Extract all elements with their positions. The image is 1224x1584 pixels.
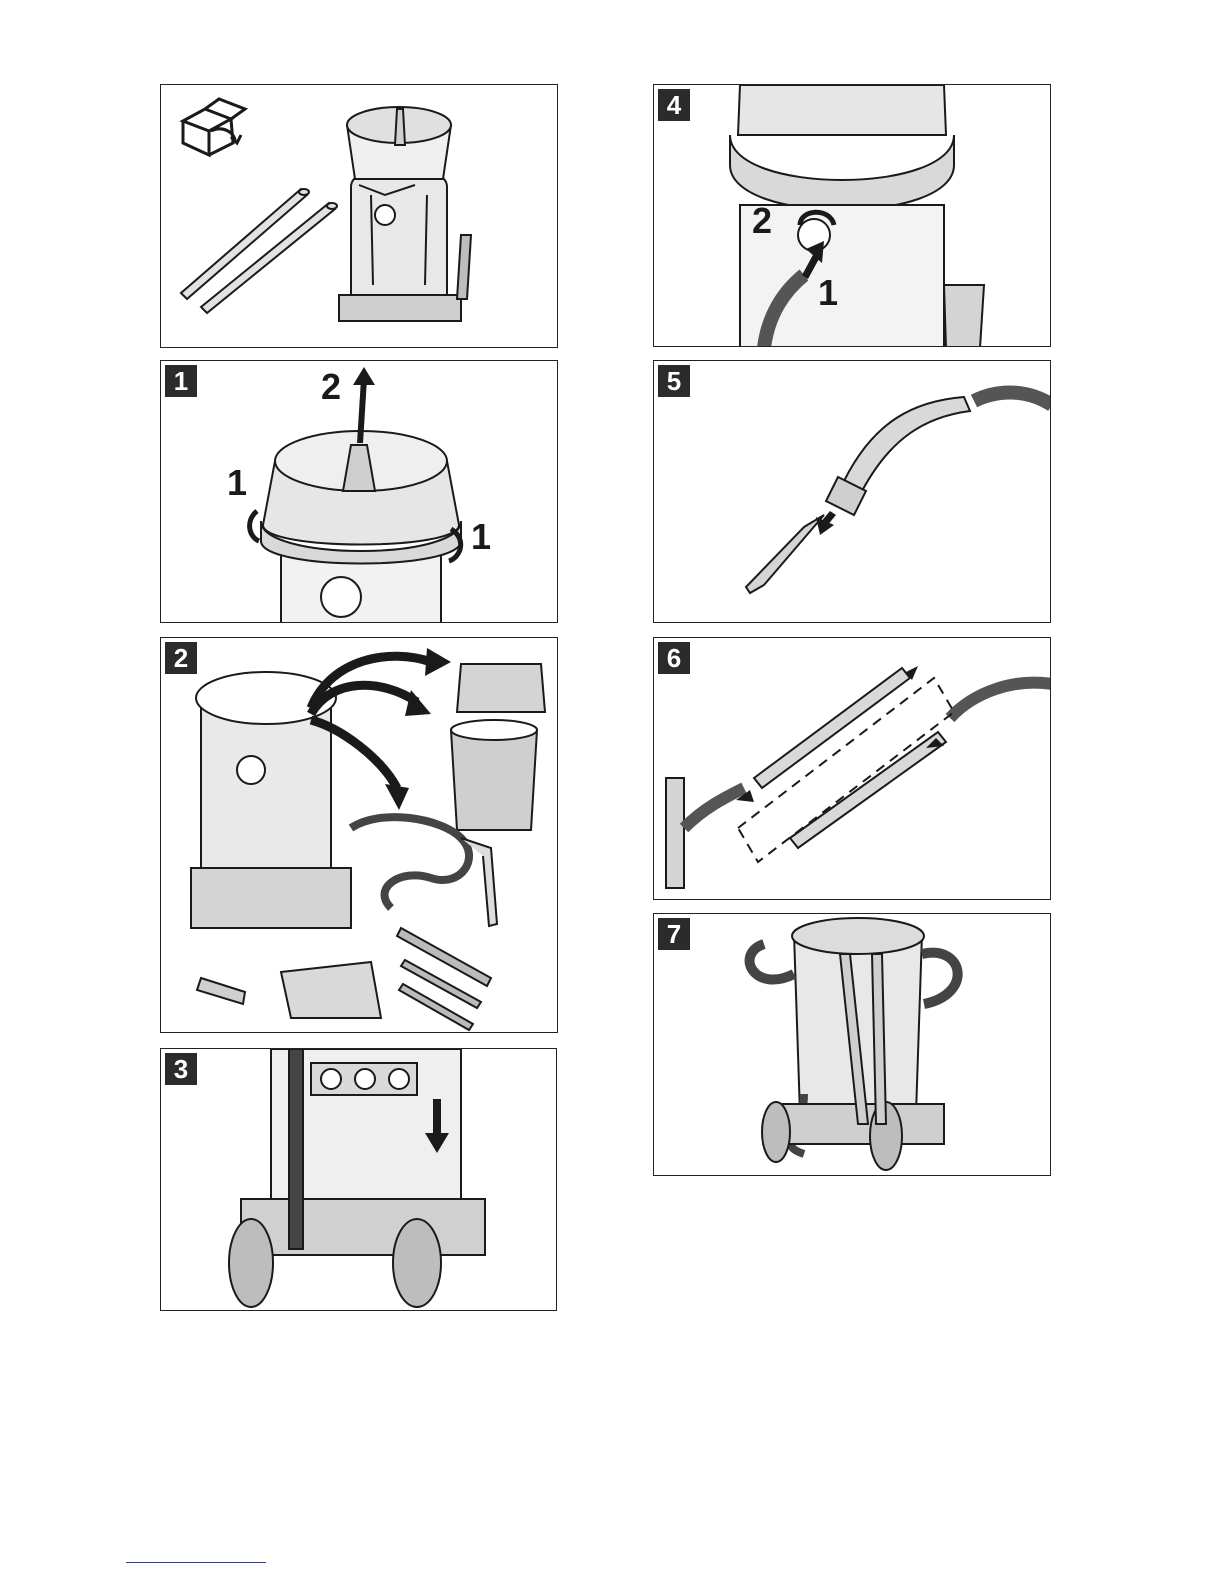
step-1-illustration <box>161 361 558 623</box>
step-3-illustration <box>161 1049 557 1311</box>
arrow-icon <box>816 511 836 535</box>
extension-tubes <box>181 189 337 313</box>
panel-step-3: 3 <box>160 1048 557 1311</box>
step-number-badge: 1 <box>165 365 197 397</box>
panel-unpacking <box>160 84 558 348</box>
step-7-illustration <box>654 914 1051 1176</box>
panel-step-6: 6 <box>653 637 1051 900</box>
step-number-badge: 2 <box>165 642 197 674</box>
step-5-illustration <box>654 361 1051 623</box>
unpacking-illustration <box>161 85 558 348</box>
step-number-badge: 6 <box>658 642 690 674</box>
panel-step-2: 2 <box>160 637 558 1033</box>
step-2-illustration <box>161 638 558 1033</box>
step-4-illustration <box>654 85 1051 347</box>
callout-insert: 1 <box>818 275 838 311</box>
step-number-badge: 5 <box>658 365 690 397</box>
callout-unlatch-right: 1 <box>471 519 491 555</box>
step-number-badge: 4 <box>658 89 690 121</box>
open-box-icon <box>183 99 245 155</box>
panel-step-4: 4 2 1 <box>653 84 1051 347</box>
step-number-badge: 7 <box>658 918 690 950</box>
footer-link-rule <box>126 1562 266 1563</box>
panel-step-7: 7 <box>653 913 1051 1176</box>
callout-lift: 2 <box>321 369 341 405</box>
step-6-illustration <box>654 638 1051 900</box>
panel-step-5: 5 <box>653 360 1051 623</box>
callout-rotate: 2 <box>752 203 772 239</box>
step-number-badge: 3 <box>165 1053 197 1085</box>
callout-unlatch-left: 1 <box>227 465 247 501</box>
panel-step-1: 1 2 1 1 <box>160 360 558 623</box>
vacuum-container <box>339 107 471 321</box>
